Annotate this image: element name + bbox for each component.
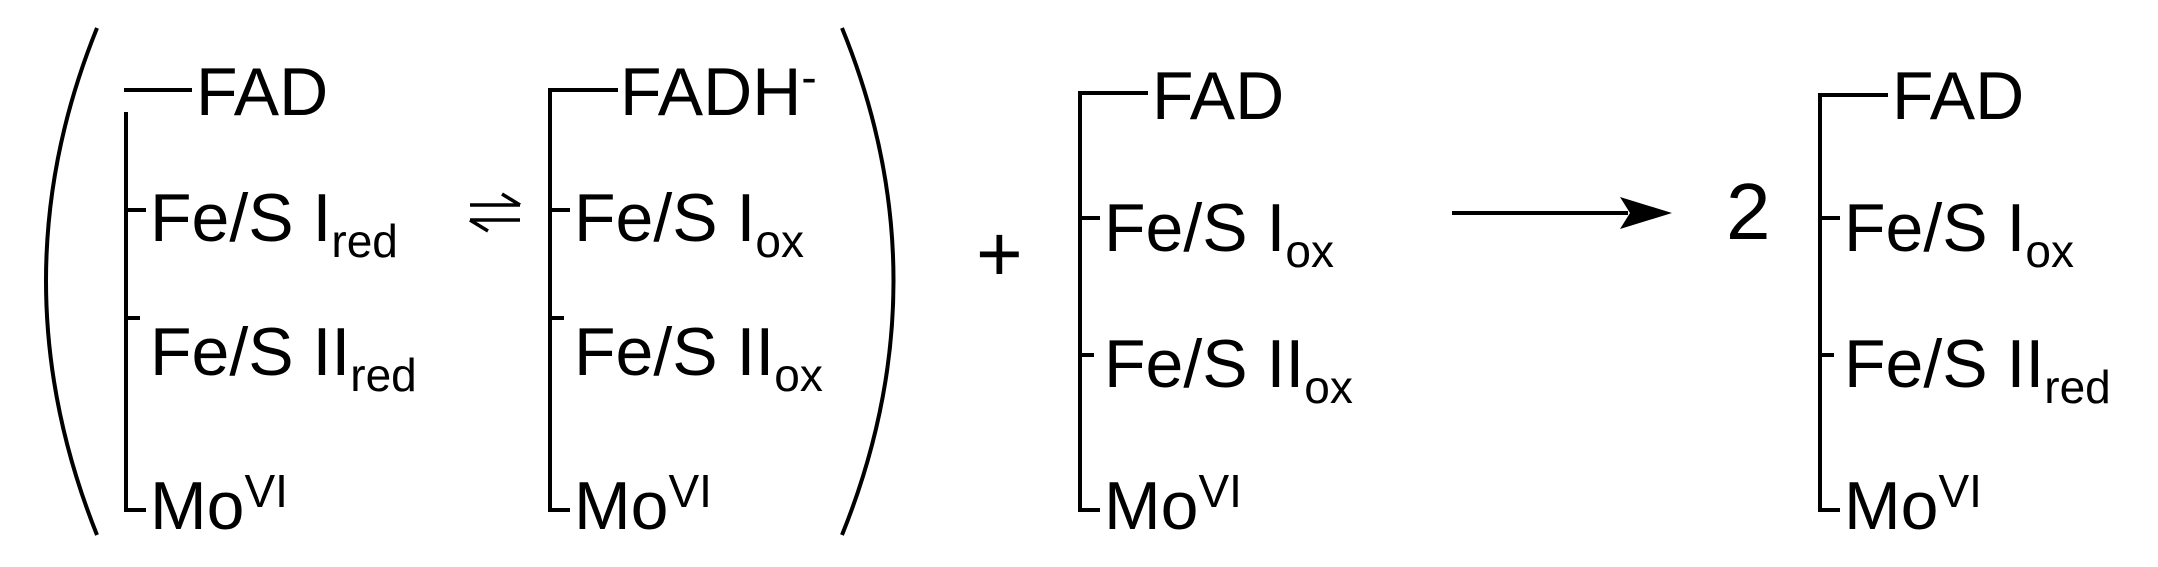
complex-3-mo-label: MoVI — [1104, 468, 1242, 540]
complex-3-fes1-main: Fe/S I — [1104, 190, 1286, 266]
complex-1-fad-label: FAD — [196, 54, 329, 130]
complex-2-fad-main: FADH — [620, 54, 802, 130]
complex-3-fes1-label: Fe/S Iox — [1104, 194, 1334, 274]
complex-1-bracket — [124, 88, 192, 512]
complex-1-fes2-main: Fe/S II — [150, 314, 351, 390]
product-fes2-main: Fe/S II — [1844, 326, 2045, 402]
product-bracket — [1818, 93, 1888, 512]
complex-2-fes1-main: Fe/S I — [574, 180, 756, 256]
product-mo-main: Mo — [1844, 468, 1939, 544]
product-fes2-sub: red — [2044, 361, 2111, 413]
complex-3-fes1-sub: ox — [1285, 225, 1334, 277]
complex-3-bracket — [1078, 91, 1148, 512]
right-parenthesis — [840, 27, 896, 536]
plus-sign: + — [976, 209, 1023, 298]
product-mo-sup: VI — [1938, 465, 1982, 517]
complex-1-fes1-main: Fe/S I — [150, 180, 332, 256]
complex-2-fes2-label: Fe/S IIox — [574, 318, 823, 398]
complex-3-mo-sup: VI — [1198, 465, 1242, 517]
complex-2-fad-sup: - — [801, 51, 817, 103]
reaction-arrow — [1452, 197, 1672, 229]
complex-1-fes2-label: Fe/S IIred — [150, 318, 417, 398]
complex-1-fes1-sub: red — [331, 215, 398, 267]
complex-3-fes2-main: Fe/S II — [1104, 326, 1305, 402]
complex-2-mo-main: Mo — [574, 468, 669, 544]
complex-2-bracket — [548, 88, 618, 512]
complex-2-mo-sup: VI — [668, 465, 712, 517]
complex-1-mo-sup: VI — [244, 465, 288, 517]
complex-2-mo-label: MoVI — [574, 468, 712, 540]
complex-2-fad-label: FADH- — [620, 54, 817, 126]
left-parenthesis — [44, 27, 99, 536]
complex-2-fes2-sub: ox — [774, 349, 823, 401]
complex-3-fes2-sub: ox — [1304, 361, 1353, 413]
complex-2-fes1-sub: ox — [755, 215, 804, 267]
complex-3-mo-main: Mo — [1104, 468, 1199, 544]
product-mo-label: MoVI — [1844, 468, 1982, 540]
complex-2-fes2-main: Fe/S II — [574, 314, 775, 390]
complex-1-mo-main: Mo — [150, 468, 245, 544]
product-fad-label: FAD — [1892, 58, 2025, 134]
complex-1-fes1-label: Fe/S Ired — [150, 184, 398, 264]
complex-3-fad-label: FAD — [1152, 58, 1285, 134]
product-fes1-label: Fe/S Iox — [1844, 194, 2074, 274]
complex-1-mo-label: MoVI — [150, 468, 288, 540]
product-fes2-label: Fe/S IIred — [1844, 330, 2111, 410]
product-coefficient: 2 — [1726, 167, 1771, 256]
equilibrium-arrow — [469, 192, 521, 233]
complex-2-fes1-label: Fe/S Iox — [574, 184, 804, 264]
complex-3-fes2-label: Fe/S IIox — [1104, 330, 1353, 410]
complex-1-fes2-sub: red — [350, 349, 417, 401]
product-fes1-sub: ox — [2025, 225, 2074, 277]
product-fes1-main: Fe/S I — [1844, 190, 2026, 266]
